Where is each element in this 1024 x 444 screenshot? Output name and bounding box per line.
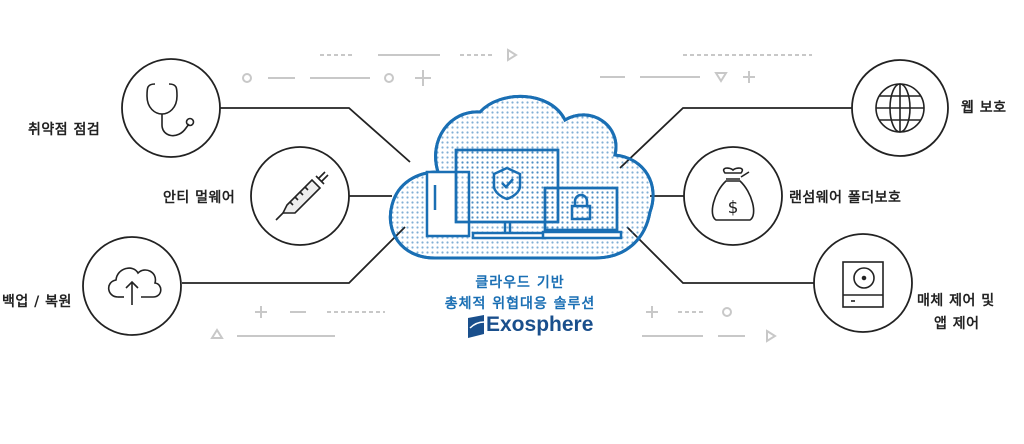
money-bag-icon [711, 167, 755, 221]
label-backup-restore: 백업 / 복원 [2, 294, 72, 310]
label-web-protection: 웹 보호 [961, 100, 1007, 116]
brand-name: Exosphere [486, 313, 594, 336]
label-vulnerability-scan: 취약점 점검 [28, 122, 101, 138]
label-ransomware-folder-protection: 랜섬웨어 폴더보호 [789, 190, 902, 206]
syringe-icon [275, 171, 329, 221]
center-title-line2: 총체적 위협대응 솔루션 [444, 296, 596, 312]
exosphere-brand: Exosphere [462, 313, 593, 337]
media-control-circle [813, 233, 913, 333]
connector-lines [182, 107, 852, 284]
hard-drive-icon [842, 261, 884, 308]
label-anti-malware: 안티 멀웨어 [163, 190, 236, 206]
center-title-line1: 클라우드 기반 [475, 275, 565, 291]
label-media-control-2: 앱 제어 [934, 316, 980, 332]
devices-icon [425, 148, 623, 240]
vulnerability-scan-circle [121, 58, 221, 158]
stethoscope-icon [146, 83, 195, 137]
exosphere-logo-icon [468, 315, 485, 338]
label-media-control-1: 매체 제어 및 [917, 293, 995, 309]
ransomware-circle [683, 146, 783, 246]
globe-icon [875, 83, 925, 133]
decorative-marks [210, 48, 812, 343]
dollar-sign: $ [728, 198, 739, 218]
cloud-upload-icon [107, 267, 162, 305]
